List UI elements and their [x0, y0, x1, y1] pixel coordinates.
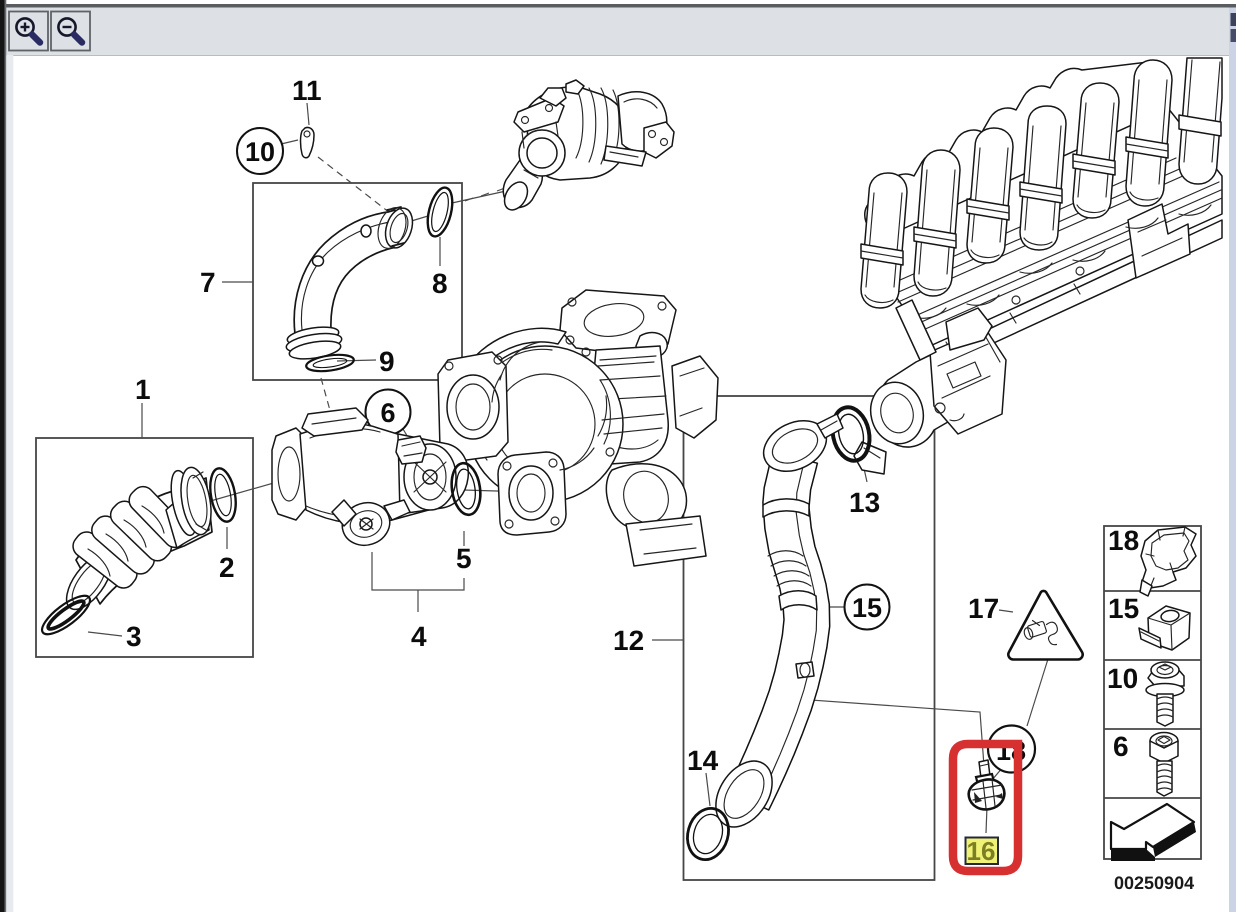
svg-text:10: 10 — [245, 137, 275, 167]
svg-text:17: 17 — [968, 593, 999, 624]
svg-text:8: 8 — [432, 268, 448, 299]
svg-text:12: 12 — [613, 625, 644, 656]
svg-text:13: 13 — [849, 487, 880, 518]
svg-text:4: 4 — [411, 621, 427, 652]
svg-text:00250904: 00250904 — [1114, 873, 1194, 893]
svg-text:2: 2 — [219, 552, 235, 583]
svg-text:15: 15 — [852, 593, 882, 623]
svg-text:15: 15 — [1108, 593, 1139, 624]
svg-text:18: 18 — [1108, 525, 1139, 556]
svg-text:6: 6 — [381, 398, 396, 428]
svg-text:14: 14 — [687, 745, 719, 776]
svg-text:5: 5 — [456, 543, 472, 574]
svg-text:3: 3 — [126, 621, 142, 652]
svg-text:11: 11 — [292, 75, 322, 106]
svg-text:1: 1 — [135, 374, 151, 405]
svg-text:9: 9 — [379, 346, 395, 377]
svg-text:7: 7 — [200, 267, 216, 298]
svg-text:6: 6 — [1113, 731, 1129, 762]
svg-text:16: 16 — [967, 836, 996, 866]
svg-text:10: 10 — [1107, 663, 1138, 694]
